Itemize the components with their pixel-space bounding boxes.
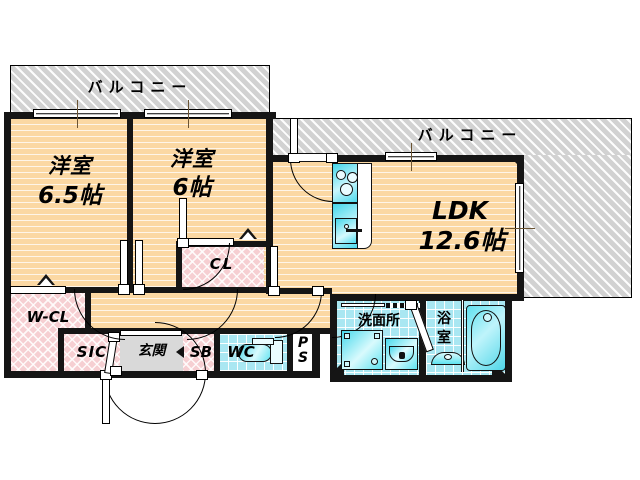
corner-chamfer-ne bbox=[508, 155, 522, 169]
bedroom-west-floor bbox=[10, 118, 130, 290]
bath-partition bbox=[461, 300, 464, 372]
pan-corner-3 bbox=[344, 361, 350, 367]
wall-sb-east bbox=[214, 330, 220, 375]
balcony-north bbox=[10, 65, 270, 113]
threshold-balcony-ldk bbox=[298, 153, 326, 161]
corner-chamfer-sw-wet bbox=[330, 361, 344, 375]
door-hinge-cl bbox=[177, 238, 189, 248]
wall-ps-east bbox=[312, 330, 320, 375]
wall-sic-west bbox=[58, 328, 64, 376]
bedroom-mid-label: 洋室 bbox=[170, 147, 214, 171]
door-cl-marker-inner bbox=[241, 232, 255, 240]
ldk-label: LDK bbox=[431, 196, 489, 225]
bedroom-west-size: 6.5帖 bbox=[38, 183, 102, 209]
bedroom-mid-size: 6帖 bbox=[172, 175, 212, 201]
cl-label: CL bbox=[209, 255, 235, 273]
door-hinge-ldk-b bbox=[312, 286, 324, 296]
door-hinge-bedroom-west bbox=[118, 284, 130, 295]
bathroom-label-line2: 室 bbox=[437, 330, 451, 346]
bathtub-drain bbox=[483, 313, 492, 322]
stove-burner-1 bbox=[336, 170, 346, 180]
door-leaf-bedroom-west[interactable] bbox=[120, 240, 128, 290]
door-hinge-genkan-b bbox=[196, 370, 208, 380]
window-wcl[interactable] bbox=[10, 286, 66, 294]
window-tick-bedroom-west bbox=[77, 100, 78, 128]
ps-fill bbox=[293, 334, 313, 372]
pan-corner-1 bbox=[344, 333, 350, 339]
sb-label: SB bbox=[189, 343, 213, 361]
wall-wetblock-west bbox=[330, 294, 337, 382]
stove-burner-2 bbox=[347, 172, 358, 183]
toilet-tank bbox=[270, 340, 283, 364]
ps-label-s: S bbox=[297, 350, 309, 366]
wall-wetblock-east bbox=[505, 294, 512, 382]
window-tick-bedroom-mid bbox=[188, 100, 189, 128]
wall-west-outer bbox=[4, 112, 11, 378]
window-tick-ldk-east bbox=[505, 228, 535, 229]
wall-north-bedrooms bbox=[4, 112, 276, 119]
door-hinge-washroom-top bbox=[405, 300, 417, 310]
wall-bedroom-divider bbox=[127, 115, 133, 293]
ps-label-p: P bbox=[297, 335, 309, 351]
door-hinge-ldk-a bbox=[268, 286, 280, 296]
pan-drain bbox=[371, 358, 378, 365]
bathtub bbox=[466, 305, 506, 371]
window-vent-wcl-inner bbox=[39, 278, 53, 286]
wall-wetblock-south bbox=[330, 375, 512, 382]
wcl-label: W-CL bbox=[26, 308, 70, 326]
sic-label: SIC bbox=[76, 343, 108, 361]
washroom-vent-dashed bbox=[386, 303, 420, 308]
bedroom-west-label: 洋室 bbox=[48, 154, 92, 178]
wall-wetblock-top bbox=[330, 294, 512, 301]
window-tick-ldk-north bbox=[411, 143, 412, 171]
sb-arrow-icon bbox=[176, 346, 184, 358]
genkan-label: 玄関 bbox=[137, 343, 166, 359]
ldk-size: 12.6帖 bbox=[418, 226, 506, 255]
bathtub-inner bbox=[471, 310, 501, 366]
door-leaf-genkan[interactable] bbox=[102, 374, 110, 424]
wall-ldk-west bbox=[266, 112, 273, 294]
bathroom-label-line1: 浴 bbox=[437, 311, 451, 327]
wc-label: WC bbox=[227, 343, 255, 361]
balcony-east-wing bbox=[520, 155, 632, 298]
door-hinge-balcony-ldk-b bbox=[326, 153, 338, 163]
kitchen-faucet-arm bbox=[346, 229, 362, 232]
washroom-label: 洗面所 bbox=[358, 313, 400, 329]
door-hinge-bedroom-mid bbox=[133, 284, 145, 295]
wall-cl-west bbox=[176, 241, 182, 293]
balcony-north-label: バルコニー bbox=[87, 78, 193, 96]
kitchen-faucet bbox=[344, 224, 349, 229]
toilet-seat-line bbox=[252, 338, 274, 345]
pan-corner-2 bbox=[374, 333, 380, 339]
door-leaf-bedroom-mid[interactable] bbox=[135, 240, 143, 290]
stove-burner-3 bbox=[340, 183, 353, 196]
vanity-tap bbox=[399, 352, 405, 359]
wall-wc-east bbox=[287, 330, 293, 375]
balcony-east-label: バルコニー bbox=[417, 126, 523, 144]
bath-drain bbox=[444, 354, 452, 360]
door-hinge-sic-bottom bbox=[110, 366, 122, 376]
